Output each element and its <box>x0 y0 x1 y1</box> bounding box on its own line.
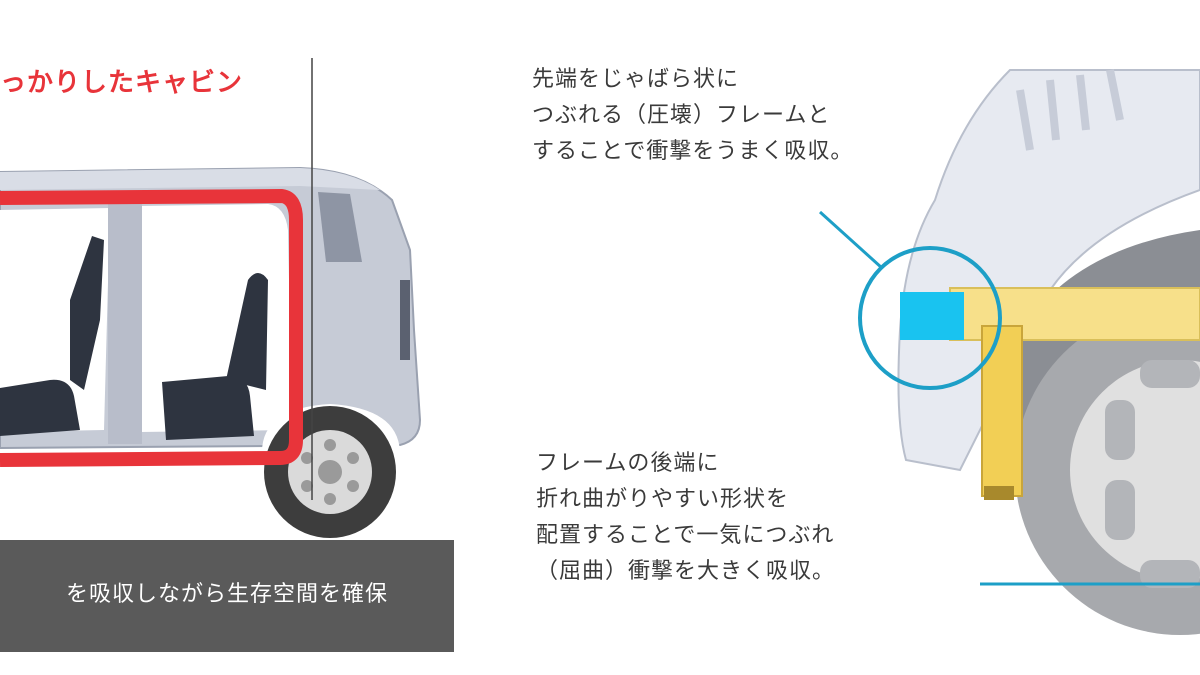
rear-bend-note-line: 配置することで一気につぶれ <box>536 523 835 548</box>
front-rim <box>1070 360 1200 580</box>
rear-seat <box>162 273 268 440</box>
roof-panel <box>0 168 380 190</box>
rear-light-strip <box>400 280 410 360</box>
front-seat <box>0 236 104 436</box>
front-crush-note-line: することで衝撃をうまく吸収。 <box>532 139 854 164</box>
cabin-safety-ring <box>0 189 303 467</box>
front-crush-note: 先端をじゃばら状に つぶれる（圧壊）フレームと することで衝撃をうまく吸収。 <box>532 62 853 170</box>
crush-zone-block <box>900 292 964 340</box>
rear-bend-frame <box>981 325 1023 497</box>
b-pillar <box>108 204 142 444</box>
rear-hub <box>318 460 342 484</box>
quarter-window <box>318 192 362 262</box>
rear-bend-note-line: （屈曲）衝撃を大きく吸収。 <box>536 559 836 584</box>
front-note-leader <box>818 210 884 270</box>
inner-panel-ribs <box>1016 69 1124 151</box>
car-body-illustration <box>0 166 422 538</box>
caption-bar <box>0 540 454 652</box>
front-crush-note-line: つぶれる（圧壊）フレームと <box>532 103 831 128</box>
fender-panel <box>897 69 1200 472</box>
rear-bend-note: フレームの後端に 折れ曲がりやすい形状を 配置することで一気につぶれ （屈曲）衝… <box>536 446 835 590</box>
rear-bend-note-line: フレームの後端に <box>536 451 720 476</box>
caption-text: を吸収しながら生存空間を確保 <box>65 582 388 607</box>
rear-bend-foot <box>984 486 1014 500</box>
front-rim-spokes <box>1105 360 1200 588</box>
front-crush-note-line: 先端をじゃばら状に <box>532 67 740 92</box>
rear-bend-note-line: 折れ曲がりやすい形状を <box>536 487 790 512</box>
cabin-title: っかりしたキャビン <box>0 68 244 98</box>
crush-zone-callout-circle <box>858 246 1002 390</box>
front-frame-illustration <box>818 69 1200 635</box>
rim-spokes <box>301 439 359 505</box>
